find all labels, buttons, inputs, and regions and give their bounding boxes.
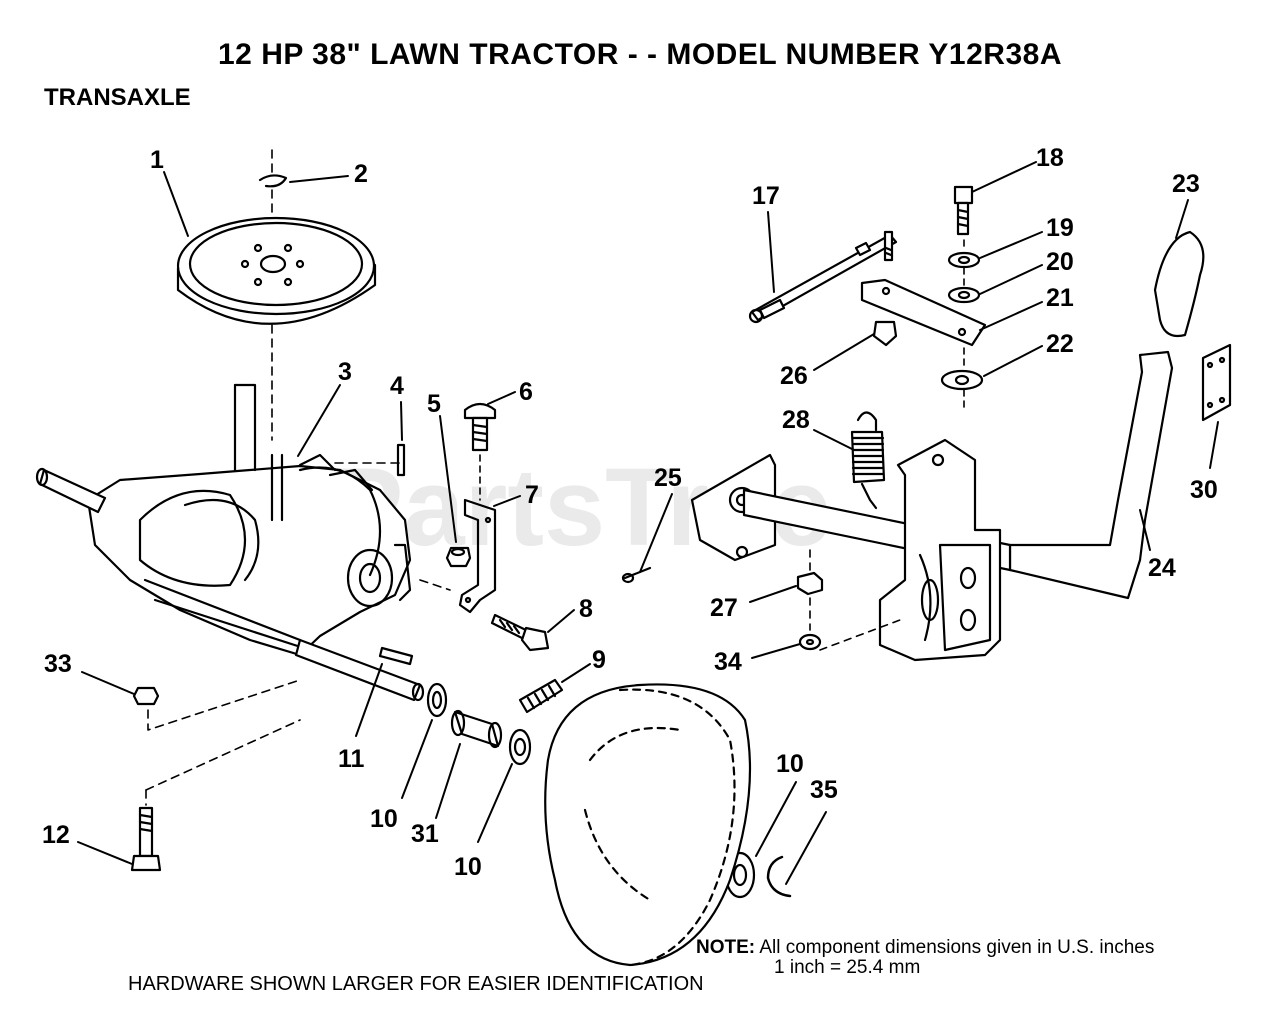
callout-20: 20 [1046, 248, 1074, 276]
washer-part-10a [426, 682, 448, 718]
callout-23: 23 [1172, 170, 1200, 198]
callout-labels: 1 2 3 4 5 6 7 8 9 10 11 10 31 12 33 17 1… [42, 144, 1218, 881]
diagram-title: 12 HP 38" LAWN TRACTOR - - MODEL NUMBER … [218, 38, 1062, 71]
callout-12: 12 [42, 821, 70, 849]
callout-1: 1 [150, 146, 164, 174]
callout-4: 4 [390, 372, 404, 400]
callout-9: 9 [592, 646, 606, 674]
shift-lever-part-24 [1008, 350, 1174, 600]
spring-part-28 [850, 411, 886, 510]
note-label: NOTE: [696, 937, 756, 958]
spacer-part-31 [450, 709, 503, 749]
callout-5: 5 [427, 390, 441, 418]
shift-bracket-assembly [690, 438, 1012, 662]
key-part-11 [378, 646, 414, 666]
washer-part-10b [508, 728, 532, 766]
transaxle-part [35, 383, 425, 702]
rod-part-17 [748, 230, 898, 324]
callout-28: 28 [782, 406, 810, 434]
callout-31: 31 [411, 820, 439, 848]
note-line-2: 1 inch = 25.4 mm [774, 957, 921, 978]
decal-part-30 [1201, 343, 1232, 422]
pulley-part [176, 216, 377, 325]
washer-part-22 [940, 369, 984, 391]
knob-part-23 [1153, 230, 1205, 338]
bracket-part-7 [458, 498, 497, 614]
plate-part-21 [860, 278, 987, 347]
clip-part [258, 174, 288, 188]
callout-21: 21 [1046, 284, 1074, 312]
washer-part-19 [947, 251, 981, 269]
callout-3: 3 [338, 358, 352, 386]
callout-17: 17 [752, 182, 780, 210]
nut-part-27 [796, 571, 824, 596]
callout-34: 34 [714, 648, 742, 676]
callout-10a: 10 [370, 805, 398, 833]
bolt-part-12 [130, 806, 162, 872]
cotter-pin-part-25 [623, 566, 652, 580]
bolt-part-8 [490, 613, 550, 652]
dimension-note: NOTE: All component dimensions given in … [696, 938, 1154, 978]
nut-part-33 [132, 686, 160, 706]
callout-10b: 10 [454, 853, 482, 881]
nut-part-26 [872, 320, 898, 347]
bolt-part-18 [953, 185, 974, 236]
lock-washer-part-34 [798, 633, 822, 651]
callout-18: 18 [1036, 144, 1064, 172]
hardware-note: HARDWARE SHOWN LARGER FOR EASIER IDENTIF… [128, 973, 704, 995]
nut-part-5 [445, 546, 472, 568]
callout-11: 11 [338, 745, 365, 773]
washer-part-20 [947, 286, 981, 304]
spring-pin-part-9 [518, 678, 564, 714]
callout-25: 25 [654, 464, 682, 492]
callout-10c: 10 [776, 750, 804, 778]
callout-35: 35 [810, 776, 838, 804]
key-pin-part [396, 443, 406, 477]
callout-33: 33 [44, 650, 72, 678]
callout-30: 30 [1190, 476, 1218, 504]
wheel-tire-part [544, 683, 752, 967]
e-clip-part-35 [766, 855, 792, 898]
callout-26: 26 [780, 362, 808, 390]
note-line-1: All component dimensions given in U.S. i… [759, 937, 1155, 958]
callout-7: 7 [525, 481, 539, 509]
callout-8: 8 [579, 595, 593, 623]
callout-22: 22 [1046, 330, 1074, 358]
callout-27: 27 [710, 594, 738, 622]
callout-24: 24 [1148, 554, 1176, 582]
section-title: TRANSAXLE [44, 84, 191, 111]
callout-2: 2 [354, 160, 368, 188]
callout-19: 19 [1046, 214, 1074, 242]
callout-6: 6 [519, 378, 533, 406]
carriage-bolt-part-6 [463, 402, 497, 501]
